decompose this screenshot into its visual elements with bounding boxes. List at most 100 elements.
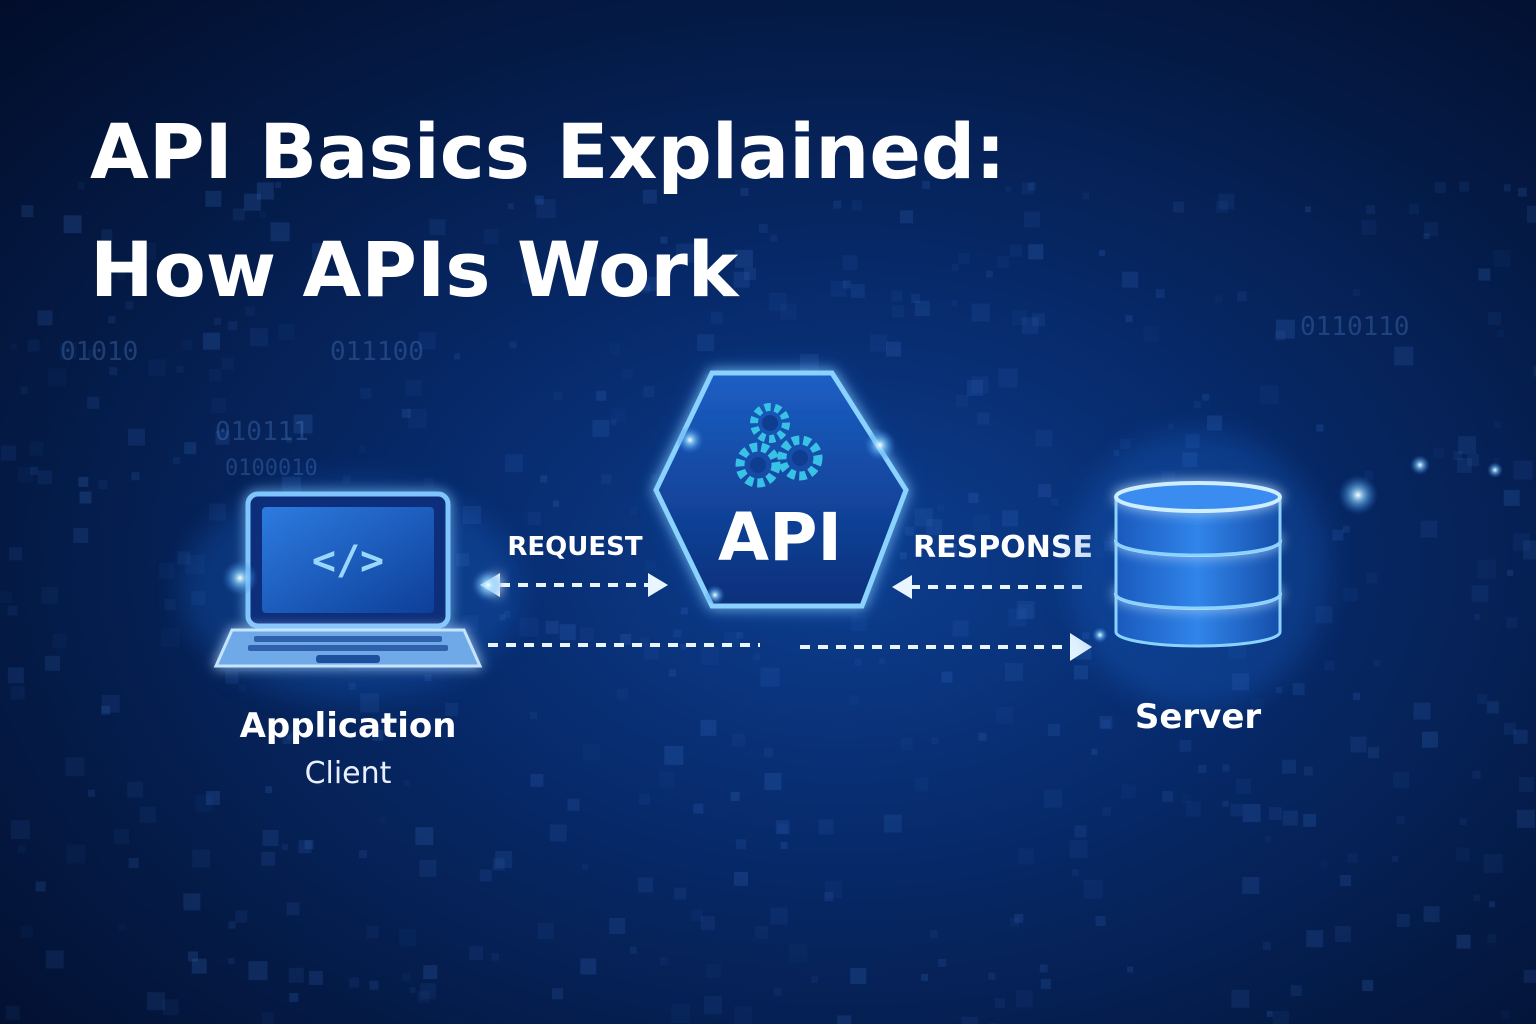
background-pixel (423, 965, 438, 980)
background-pixel (417, 990, 430, 1003)
background-pixel (1503, 722, 1516, 735)
background-pixel (349, 977, 360, 988)
background-pixel (278, 324, 295, 340)
background-pixel (1095, 916, 1106, 926)
background-pixel (824, 892, 834, 902)
background-pixel (1035, 429, 1053, 447)
background-pixel (879, 658, 886, 665)
background-pixel (994, 998, 1005, 1008)
background-pixel (1500, 1010, 1510, 1020)
background-pixel (176, 365, 184, 373)
background-pixel (401, 408, 411, 418)
background-pixel (78, 476, 89, 487)
background-pixel (127, 781, 144, 798)
background-pixel (1453, 450, 1463, 460)
background-pixel (261, 851, 276, 866)
background-pixel (671, 1004, 691, 1024)
background-pixel (1272, 1010, 1289, 1024)
background-pixel (710, 312, 723, 325)
background-pixel (559, 624, 576, 641)
background-pixel (1342, 525, 1350, 533)
background-pixel (1290, 985, 1302, 997)
background-pixel (777, 823, 788, 834)
api-hexagon: API (653, 370, 909, 609)
background-pixel (1335, 926, 1351, 942)
background-pixel (1071, 869, 1079, 877)
background-pixel (507, 203, 514, 210)
background-pixel (1242, 804, 1261, 823)
background-pixel (854, 658, 862, 666)
background-pixel (5, 1005, 20, 1020)
title-line-2: How APIs Work (90, 225, 740, 314)
background-pixel (644, 560, 656, 572)
background-pixel (45, 655, 61, 671)
background-pixel (1393, 772, 1410, 789)
background-pixel (483, 229, 499, 245)
background-pixel (700, 719, 717, 736)
background-pixel (1162, 791, 1173, 803)
background-pixel (848, 695, 859, 706)
background-pixel (1353, 289, 1360, 297)
background-pixel (221, 357, 234, 370)
background-pixel (407, 408, 427, 428)
background-pixel (851, 615, 868, 632)
background-pixel (1021, 317, 1039, 335)
background-pixel (402, 972, 411, 981)
background-pixel (914, 301, 930, 316)
background-pixel (611, 408, 626, 423)
background-pixel (288, 967, 304, 983)
background-pixel (1396, 815, 1405, 824)
background-pixel (1353, 692, 1361, 700)
background-pixel (445, 702, 459, 716)
background-pixel (270, 222, 290, 242)
background-pixel (1455, 847, 1470, 862)
background-pixel (660, 236, 668, 244)
background-pixel (830, 280, 847, 297)
binary-string: 0110110 (1300, 312, 1410, 342)
background-pixel (139, 806, 156, 823)
background-pixel (1082, 192, 1090, 200)
background-pixel (1292, 683, 1305, 696)
background-pixel (79, 491, 92, 504)
title-line-1: API Basics Explained: (90, 107, 1006, 196)
background-pixel (706, 963, 722, 979)
background-pixel (536, 199, 556, 218)
background-pixel (195, 794, 213, 812)
data-flow-arrow (488, 633, 1092, 661)
background-pixel (1202, 393, 1210, 401)
background-pixel (892, 305, 905, 318)
background-pixel (59, 342, 77, 360)
background-pixel (117, 272, 126, 281)
background-pixel (1409, 204, 1419, 215)
background-pixel (1015, 990, 1033, 1008)
background-pixel (788, 943, 808, 963)
background-pixel (1016, 601, 1035, 619)
background-pixel (697, 334, 715, 352)
background-pixel (1471, 585, 1489, 603)
background-pixel (978, 732, 987, 741)
background-pixel (1420, 520, 1438, 538)
background-pixel (592, 419, 610, 437)
background-pixel (298, 840, 312, 854)
background-pixel (1503, 489, 1520, 506)
background-pixel (552, 988, 563, 1000)
background-pixel (1005, 663, 1023, 682)
background-pixel (360, 387, 372, 399)
background-pixel (409, 987, 416, 994)
background-pixel (312, 243, 330, 261)
background-pixel (1497, 330, 1504, 337)
background-pixel (1513, 460, 1533, 480)
background-pixel (504, 454, 523, 473)
background-pixel (638, 877, 654, 893)
background-pixel (1083, 879, 1103, 899)
background-pixel (1423, 233, 1430, 240)
background-pixel (492, 858, 505, 871)
background-pixel (1010, 917, 1019, 927)
background-pixel (509, 341, 517, 349)
background-pixel (225, 670, 239, 684)
background-pixel (1483, 854, 1503, 874)
background-pixel (282, 735, 292, 744)
response-arrow (892, 575, 1085, 599)
background-pixel (1069, 840, 1088, 859)
